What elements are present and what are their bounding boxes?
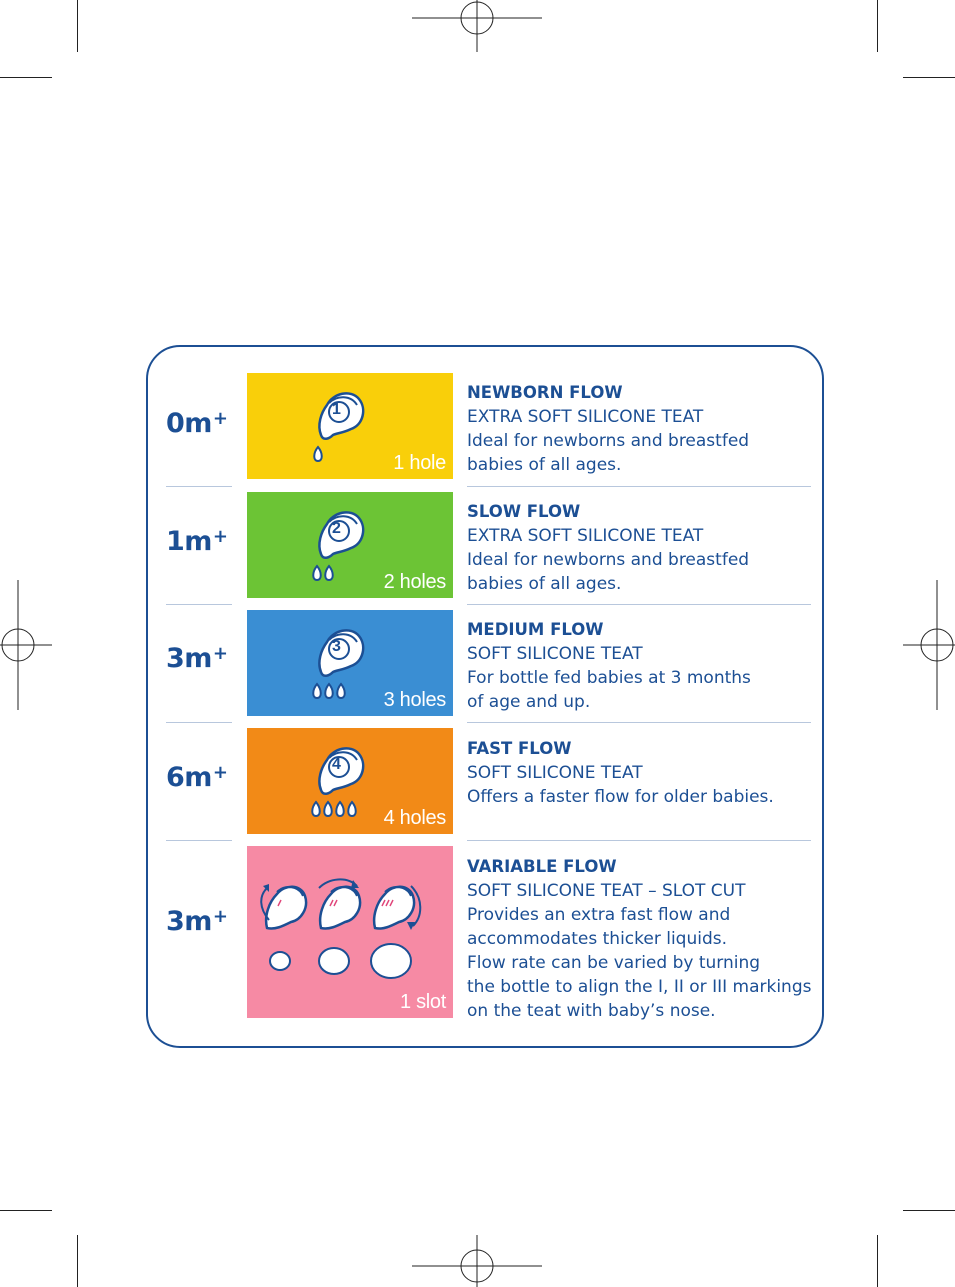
holes-label: 1 hole <box>393 452 446 474</box>
flow-text-line: Flow rate can be varied by turning <box>467 953 761 973</box>
variable-teat-icons <box>260 878 422 979</box>
flow-text-line: Ideal for newborns and breastfed <box>467 431 750 451</box>
flow-text-line: babies of all ages. <box>467 574 622 594</box>
holes-label: 3 holes <box>383 689 447 711</box>
age-label: 3m+ <box>166 906 228 937</box>
teat-number: 1 <box>332 401 341 418</box>
flow-description: VARIABLE FLOW SOFT SILICONE TEAT – SLOT … <box>467 855 817 1023</box>
flow-box-fast: 4 4 holes <box>247 728 453 834</box>
flow-subtitle: EXTRA SOFT SILICONE TEAT <box>467 526 704 546</box>
flow-subtitle: SOFT SILICONE TEAT <box>467 763 643 783</box>
crop-mark <box>77 0 78 52</box>
teat-guide-card <box>146 345 824 1048</box>
age-label: 0m+ <box>166 408 228 439</box>
registration-mark-top <box>412 0 542 52</box>
teat-number: 2 <box>332 520 341 537</box>
flow-text-line: of age and up. <box>467 692 591 712</box>
teat-number: 3 <box>332 638 341 655</box>
crop-mark <box>903 1210 955 1211</box>
flow-text-line: accommodates thicker liquids. <box>467 929 728 949</box>
registration-mark-right <box>903 580 955 710</box>
row-divider <box>166 722 232 723</box>
flow-text-line: For bottle fed babies at 3 months <box>467 668 751 688</box>
flow-subtitle: SOFT SILICONE TEAT – SLOT CUT <box>467 881 746 901</box>
crop-mark <box>0 77 52 78</box>
flow-description: SLOW FLOW EXTRA SOFT SILICONE TEAT Ideal… <box>467 500 817 596</box>
flow-box-medium: 3 3 holes <box>247 610 453 716</box>
row-divider <box>166 840 232 841</box>
flow-box-variable: 1 slot <box>247 846 453 1018</box>
teat-number: 4 <box>332 756 341 773</box>
flow-subtitle: SOFT SILICONE TEAT <box>467 644 643 664</box>
crop-mark <box>877 0 878 52</box>
flow-title: FAST FLOW <box>467 739 572 758</box>
flow-text-line: Ideal for newborns and breastfed <box>467 550 750 570</box>
flow-text-line: babies of all ages. <box>467 455 622 475</box>
flow-description: FAST FLOW SOFT SILICONE TEAT Offers a fa… <box>467 737 817 809</box>
flow-text-line: Provides an extra fast flow and <box>467 905 731 925</box>
teat-icon <box>313 392 365 463</box>
teat-icon <box>311 747 365 818</box>
flow-text-line: the bottle to align the I, II or III mar… <box>467 977 812 997</box>
flow-title: NEWBORN FLOW <box>467 383 623 402</box>
crop-mark <box>77 1235 78 1287</box>
row-divider <box>467 604 811 605</box>
flow-description: MEDIUM FLOW SOFT SILICONE TEAT For bottl… <box>467 618 817 714</box>
row-divider <box>166 604 232 605</box>
row-divider <box>467 486 811 487</box>
crop-mark <box>877 1235 878 1287</box>
registration-mark-left <box>0 580 52 710</box>
flow-box-newborn: 1 1 hole <box>247 373 453 479</box>
crop-mark <box>903 77 955 78</box>
teat-icon <box>312 511 365 582</box>
crop-mark <box>0 1210 52 1211</box>
flow-text-line: Offers a faster flow for older babies. <box>467 787 774 807</box>
age-label: 1m+ <box>166 526 228 557</box>
row-divider <box>467 840 811 841</box>
teat-icon <box>312 629 365 700</box>
holes-label: 2 holes <box>383 571 447 593</box>
holes-label: 4 holes <box>383 807 447 829</box>
flow-title: VARIABLE FLOW <box>467 857 617 876</box>
flow-title: SLOW FLOW <box>467 502 581 521</box>
registration-mark-bottom <box>412 1235 542 1287</box>
row-divider <box>467 722 811 723</box>
age-label: 6m+ <box>166 762 228 793</box>
flow-subtitle: EXTRA SOFT SILICONE TEAT <box>467 407 704 427</box>
slot-label: 1 slot <box>399 991 446 1013</box>
flow-description: NEWBORN FLOW EXTRA SOFT SILICONE TEAT Id… <box>467 381 817 477</box>
flow-text-line: on the teat with baby’s nose. <box>467 1001 716 1021</box>
flow-box-slow: 2 2 holes <box>247 492 453 598</box>
age-label: 3m+ <box>166 643 228 674</box>
flow-title: MEDIUM FLOW <box>467 620 604 639</box>
row-divider <box>166 486 232 487</box>
